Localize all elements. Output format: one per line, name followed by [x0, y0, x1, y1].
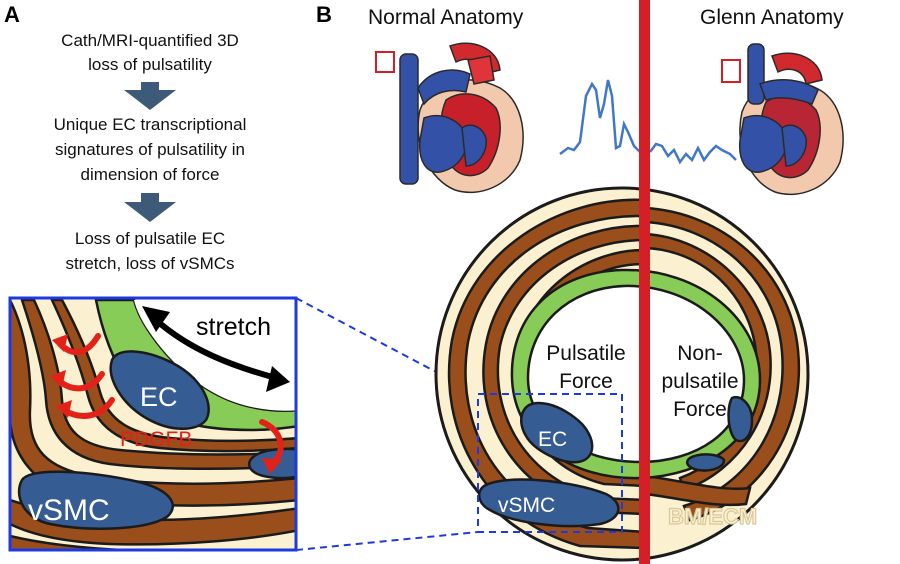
right-force-line-1: Non- — [677, 342, 723, 365]
inset-border — [8, 296, 298, 552]
flow-step-3: Loss of pulsatile EC stretch, loss of vS… — [65, 229, 234, 273]
down-arrow-2 — [124, 193, 176, 222]
normal-region-marker — [375, 51, 395, 73]
vsmc-band — [10, 534, 151, 550]
vessel-wall-inset: stretch EC PDGFB vSMC — [10, 298, 296, 550]
flow-step-3-line-1: Loss of pulsatile EC — [75, 229, 225, 248]
right-force-label: Non- pulsatile Force — [661, 342, 738, 421]
inset-ec-label: EC — [140, 382, 178, 412]
ec-nucleus — [520, 401, 594, 464]
left-force-line-1: Pulsatile — [546, 342, 625, 365]
vsmc-band — [643, 474, 752, 507]
cross-section-ec-label: EC — [538, 428, 567, 451]
nonpulsatile-pressure-trace — [649, 142, 737, 165]
right-force-line-2: pulsatile — [661, 370, 738, 393]
pdgfb-arrowheads — [50, 334, 282, 474]
normal-anatomy-title: Normal Anatomy — [368, 6, 524, 29]
right-force-line-3: Force — [673, 398, 727, 421]
left-force-label: Pulsatile Force — [546, 342, 625, 393]
glenn-anatomy-title: Glenn Anatomy — [700, 6, 844, 29]
vsmc-nucleus — [477, 478, 620, 528]
vsmc-band — [447, 198, 645, 550]
flow-step-2: Unique EC transcriptional signatures of … — [54, 115, 247, 184]
down-arrow-1 — [124, 82, 176, 110]
pulsatility-divider — [639, 0, 650, 564]
vsmc-nucleus — [17, 470, 174, 530]
panel-a-letter: A — [4, 2, 20, 27]
left-force-line-2: Force — [559, 370, 613, 393]
vsmc-band — [20, 298, 296, 471]
zoom-region-marker — [477, 393, 623, 533]
ec-nucleus — [727, 395, 754, 443]
vsmc-band — [482, 224, 645, 516]
vsmc-band — [643, 206, 801, 522]
ec-nucleus — [109, 350, 210, 430]
vsmc-band — [50, 298, 296, 453]
glenn-heart-illustration — [738, 43, 844, 196]
vessel-cross-section — [434, 186, 810, 562]
normal-heart-illustration — [399, 42, 524, 194]
flow-step-1: Cath/MRI-quantified 3D loss of pulsatili… — [61, 31, 239, 74]
flow-step-1-line-1: Cath/MRI-quantified 3D — [61, 31, 239, 50]
flow-step-2-line-2: signatures of pulsatility in — [55, 140, 245, 159]
pdgfb-label: PDGFB — [120, 428, 192, 451]
cross-section-vsmc-label: vSMC — [498, 494, 555, 517]
flow-step-2-line-3: dimension of force — [81, 165, 220, 184]
flow-step-1-line-2: loss of pulsatility — [88, 55, 212, 74]
flow-step-3-line-2: stretch, loss of vSMCs — [65, 254, 234, 273]
stretch-label: stretch — [196, 313, 271, 341]
glenn-region-marker — [721, 59, 741, 83]
ec-nucleus — [686, 453, 726, 472]
zoom-line-bottom — [295, 531, 479, 551]
pulsatile-pressure-trace — [559, 79, 647, 156]
panel-b-letter: B — [316, 2, 332, 27]
bm-ecm-label: BM/ECM — [668, 504, 757, 529]
inset-vsmc-label: vSMC — [28, 494, 110, 527]
flow-step-2-line-1: Unique EC transcriptional — [54, 115, 247, 134]
stretch-arrow — [142, 306, 290, 392]
